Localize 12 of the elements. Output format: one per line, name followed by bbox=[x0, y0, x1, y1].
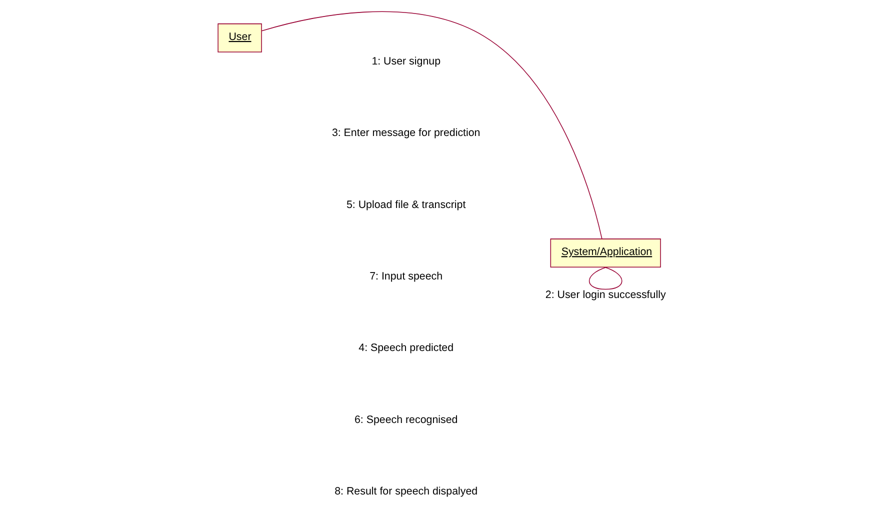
label: 6: Speech recognised bbox=[354, 414, 458, 426]
label: 8: Result for speech dispalyed bbox=[334, 486, 478, 498]
node-box: User bbox=[218, 23, 262, 52]
label: 4: Speech predicted bbox=[358, 342, 454, 354]
label: 3: Enter message for prediction bbox=[332, 127, 480, 140]
connector bbox=[588, 267, 622, 290]
label: 1: User signup bbox=[372, 55, 441, 68]
label: 5: Upload file & transcript bbox=[346, 198, 466, 211]
label: 7: Input speech bbox=[370, 270, 443, 283]
edge-label: 2: User login successfully bbox=[545, 288, 666, 301]
connector bbox=[261, 11, 602, 240]
node-box: System/Application bbox=[550, 238, 661, 268]
